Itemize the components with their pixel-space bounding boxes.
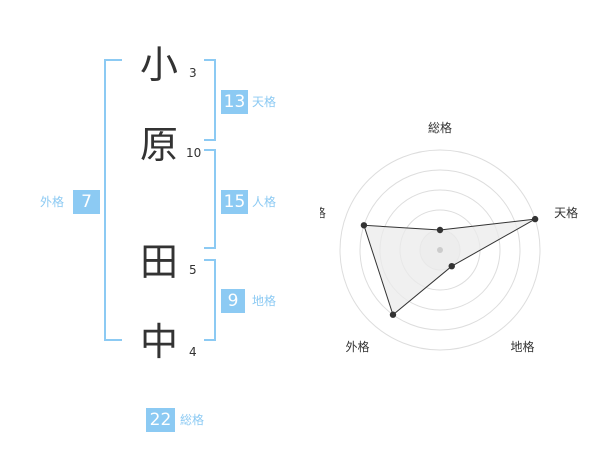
- jinkaku-label: 人格: [252, 195, 277, 209]
- radar-point-2: [531, 215, 539, 223]
- soukaku-value: 22: [146, 408, 175, 432]
- stroke-count-4: 4: [189, 345, 197, 359]
- name-char-4: 中: [140, 320, 179, 364]
- tenkaku-label: 天格: [252, 95, 277, 109]
- chikaku-value: 9: [221, 289, 245, 313]
- chikaku-bracket: [204, 259, 216, 341]
- soukaku-label: 総格: [180, 413, 205, 427]
- name-char-2: 原: [140, 123, 179, 167]
- gaikaku-label: 外格: [40, 195, 65, 209]
- radar-axis-label-3: 地格: [511, 339, 535, 354]
- name-char-3: 田: [140, 240, 179, 284]
- gaikaku-value: 7: [73, 190, 100, 214]
- tenkaku-value: 13: [221, 90, 248, 114]
- tenkaku-bracket: [204, 59, 216, 141]
- radar-axis-label-4: 外格: [345, 339, 369, 354]
- stroke-count-2: 10: [186, 146, 202, 160]
- radar-point-1: [436, 226, 444, 234]
- radar-point-3: [448, 262, 455, 270]
- name-char-1: 小: [140, 43, 179, 87]
- stroke-count-1: 3: [189, 66, 197, 80]
- radar-point-4: [389, 311, 397, 318]
- chikaku-label: 地格: [252, 294, 277, 308]
- radar-axis-label-1: 総格: [428, 120, 452, 135]
- jinkaku-bracket: [204, 149, 216, 249]
- stroke-count-3: 5: [189, 263, 197, 277]
- jinkaku-value: 15: [221, 190, 248, 214]
- radar-center-dot: [437, 247, 443, 253]
- radar-axis-label-5: 人格: [320, 205, 326, 220]
- radar-axis-label-2: 天格: [554, 205, 578, 220]
- radar-point-5: [360, 222, 368, 229]
- gaikaku-bracket: [104, 59, 122, 341]
